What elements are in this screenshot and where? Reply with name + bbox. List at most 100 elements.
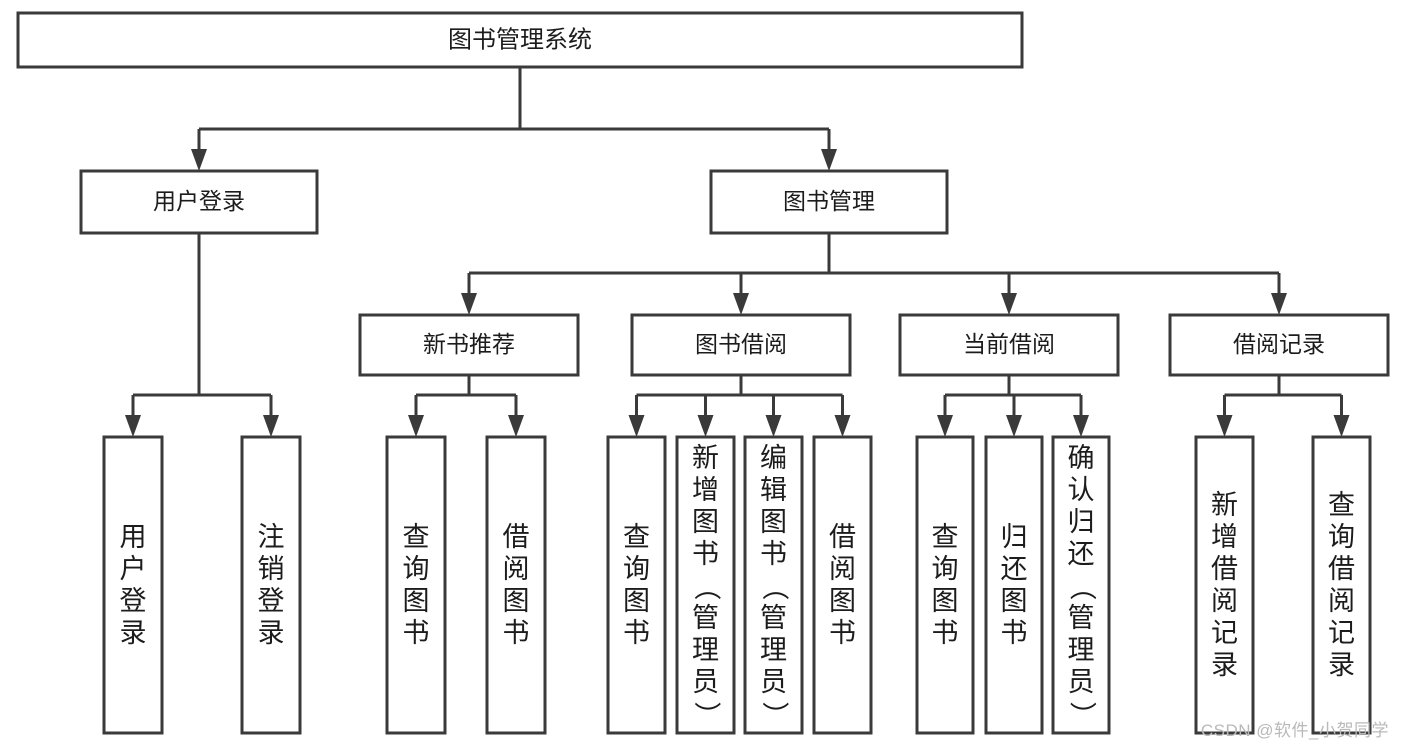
node-l2-0[interactable]: 用户登录: [79, 169, 319, 235]
svg-text:查: 查: [1328, 490, 1355, 520]
node-l3-3[interactable]: 借阅记录: [1168, 313, 1390, 377]
svg-text:借: 借: [1328, 554, 1355, 584]
arrow-head-icon: [1001, 293, 1017, 315]
svg-text:询: 询: [932, 554, 959, 584]
arrow-head-icon: [1216, 415, 1233, 437]
svg-text:书: 书: [503, 618, 530, 648]
node-box[interactable]: [709, 169, 949, 235]
node-box[interactable]: [898, 313, 1120, 377]
connector-group: [628, 375, 851, 437]
svg-text:阅: 阅: [829, 554, 856, 584]
arrow-head-icon: [834, 415, 851, 437]
svg-text:查: 查: [623, 522, 650, 552]
arrow-head-icon: [937, 415, 953, 437]
node-l3-0[interactable]: 新书推荐: [358, 313, 580, 377]
svg-text:理: 理: [1068, 635, 1095, 665]
node-box[interactable]: [16, 11, 1024, 69]
node-box[interactable]: [984, 435, 1044, 735]
svg-text:归: 归: [1068, 507, 1095, 537]
svg-text:图: 图: [932, 586, 959, 616]
svg-text:归: 归: [1001, 522, 1028, 552]
svg-text:）: ）: [1067, 701, 1097, 728]
node-box[interactable]: [1051, 435, 1111, 735]
node-box[interactable]: [812, 435, 873, 735]
node-box[interactable]: [1194, 435, 1255, 735]
connector-group: [191, 67, 837, 171]
svg-text:书: 书: [829, 618, 856, 648]
node-l3-2[interactable]: 当前借阅: [898, 313, 1120, 377]
node-label: 当前借阅: [963, 331, 1055, 357]
node-box[interactable]: [1311, 435, 1372, 735]
connector-group: [461, 233, 1287, 315]
svg-text:新: 新: [692, 443, 719, 473]
svg-text:录: 录: [1328, 650, 1355, 680]
node-l3-1[interactable]: 图书借阅: [630, 313, 852, 377]
svg-text:（: （: [760, 573, 790, 600]
svg-text:管: 管: [1068, 603, 1095, 633]
svg-text:理: 理: [692, 635, 719, 665]
node-label: 用户登录: [120, 522, 147, 648]
svg-text:注: 注: [258, 522, 285, 552]
svg-text:询: 询: [403, 554, 430, 584]
arrow-head-icon: [408, 415, 424, 437]
arrow-head-icon: [765, 415, 782, 437]
svg-text:还: 还: [1068, 539, 1095, 569]
connector-group: [1216, 375, 1350, 437]
node-box[interactable]: [606, 435, 667, 735]
arrow-head-icon: [821, 149, 837, 171]
node-box[interactable]: [385, 435, 447, 735]
connector-layer: [125, 67, 1350, 437]
node-box[interactable]: [1168, 313, 1390, 377]
svg-text:登: 登: [120, 586, 147, 616]
svg-text:阅: 阅: [1211, 586, 1238, 616]
svg-text:阅: 阅: [503, 554, 530, 584]
node-box[interactable]: [240, 435, 302, 735]
node-box[interactable]: [358, 313, 580, 377]
svg-text:书: 书: [623, 618, 650, 648]
svg-text:）: ）: [760, 701, 790, 728]
svg-text:询: 询: [623, 554, 650, 584]
arrow-head-icon: [1333, 415, 1350, 437]
svg-text:录: 录: [120, 618, 147, 648]
node-box[interactable]: [630, 313, 852, 377]
svg-text:图: 图: [692, 507, 719, 537]
node-l2-1[interactable]: 图书管理: [709, 169, 949, 235]
node-box[interactable]: [675, 435, 736, 735]
svg-text:新: 新: [1211, 490, 1238, 520]
node-box[interactable]: [79, 169, 319, 235]
svg-text:）: ）: [692, 701, 722, 728]
node-box[interactable]: [915, 435, 975, 735]
node-label: 用户登录: [153, 188, 245, 214]
node-root[interactable]: 图书管理系统: [16, 11, 1024, 69]
svg-text:书: 书: [692, 539, 719, 569]
node-box[interactable]: [102, 435, 164, 735]
node-label: 借阅记录: [1233, 331, 1325, 357]
node-box[interactable]: [485, 435, 547, 735]
svg-text:确: 确: [1068, 443, 1095, 473]
svg-text:录: 录: [258, 618, 285, 648]
svg-text:书: 书: [403, 618, 430, 648]
node-lf-0[interactable]: 用户登录: [102, 435, 164, 735]
svg-text:记: 记: [1328, 618, 1355, 648]
node-box[interactable]: [743, 435, 804, 735]
connector-group: [125, 233, 279, 437]
svg-text:书: 书: [932, 618, 959, 648]
svg-text:销: 销: [258, 554, 285, 584]
